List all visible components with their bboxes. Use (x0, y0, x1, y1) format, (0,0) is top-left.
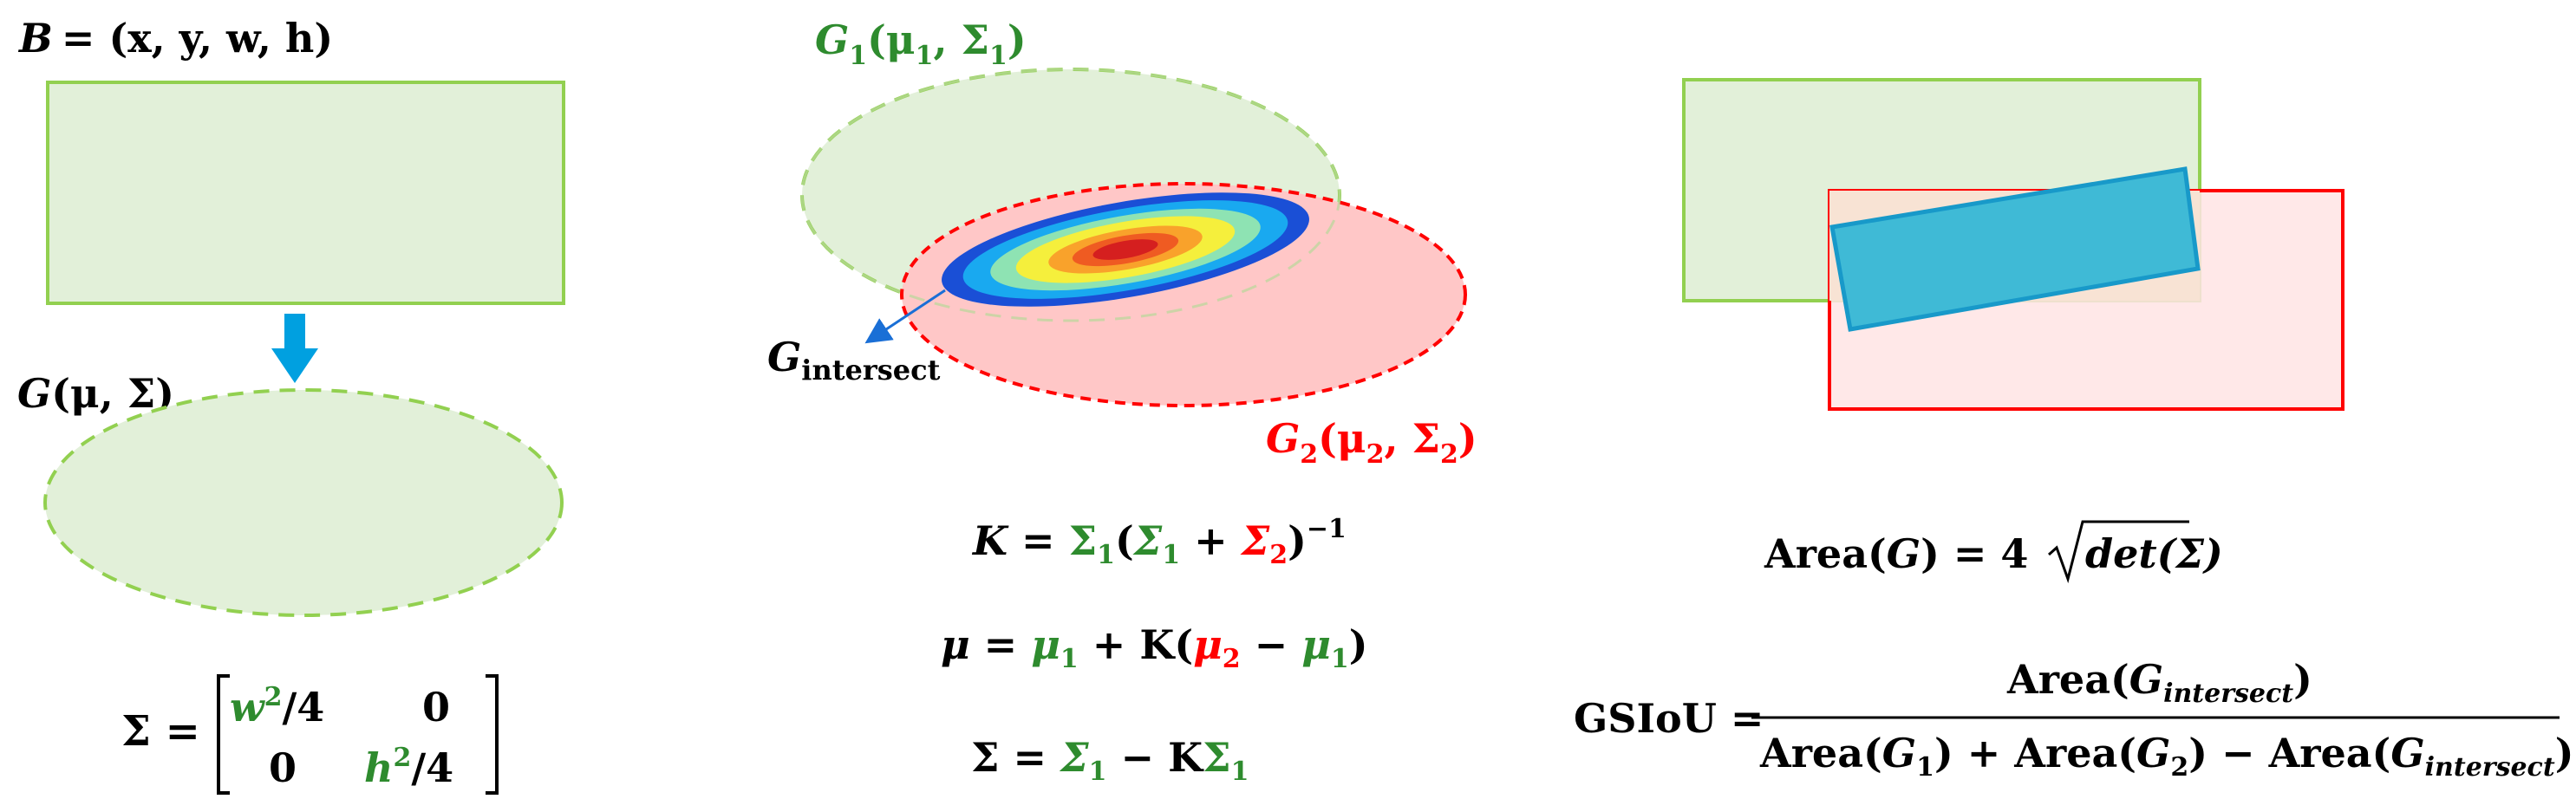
matrix-r2c1: 0 (269, 744, 297, 791)
covariance-matrix-equation: Σ = w2/4 0 0 h2/4 (121, 674, 499, 795)
sigma-equals: Σ = (121, 707, 200, 756)
matrix-r1c2: 0 (422, 684, 450, 731)
gsiou-numerator: Area(Gintersect) (2006, 656, 2312, 709)
gsiou-label: GSIoU = (1574, 695, 1764, 742)
matrix-r2c2: h2/4 (364, 743, 453, 791)
matrix-r1c1: w2/4 (230, 682, 324, 731)
panel-box-to-gaussian: B= (x, y, w, h) G(μ, Σ) Σ = w2/4 0 0 h2/… (17, 15, 565, 795)
g1-label: G1(μ1, Σ1) (815, 16, 1027, 71)
right-bracket (486, 674, 499, 795)
box-definition-label: B= (x, y, w, h) (17, 15, 333, 62)
gaussian-1-outline-overlap (800, 68, 1341, 322)
down-arrow-icon (271, 314, 318, 383)
intersect-pointer-arrow (864, 289, 946, 344)
left-bracket (217, 674, 230, 795)
gsiou-denominator: Area(G1) + Area(G2) − Area(Gintersect) (1759, 730, 2573, 783)
kalman-gain-equation: K = Σ1(Σ1 + Σ2)−1 (971, 514, 1347, 570)
mean-equation: μ = μ1 + K(μ2 − μ1) (941, 621, 1368, 674)
area-equation: Area(G) = 4 (1764, 530, 2028, 577)
rotated-blue-box (1829, 166, 2201, 332)
intersection-heatmap (942, 192, 1309, 307)
panel-box-overlap: Area(G) = 4 det(Σ) GSIoU = Area(Ginterse… (1574, 78, 2573, 783)
bounding-box-rect (46, 81, 565, 305)
sqrt-radicand: det(Σ) (2085, 530, 2223, 577)
intersect-label: Gintersect (767, 334, 941, 387)
covariance-equation: Σ = Σ1 − KΣ1 (971, 734, 1249, 787)
gaussian-label: G(μ, Σ) (17, 370, 174, 417)
sqrt-sign (2048, 520, 2189, 584)
gaussian-ellipse (43, 388, 564, 617)
g2-label: G2(μ2, Σ2) (1266, 415, 1477, 470)
panel-gaussian-intersection: G1(μ1, Σ1) Gintersect G2(μ2, Σ2) K = Σ1(… (767, 16, 1477, 787)
